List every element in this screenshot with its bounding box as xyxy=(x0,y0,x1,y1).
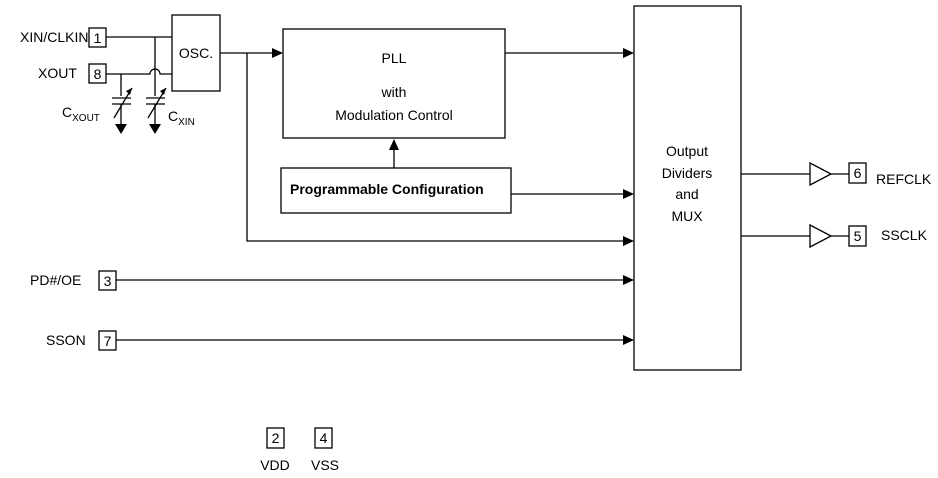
cap-xin-symbol xyxy=(146,87,167,134)
pin-box-5 xyxy=(848,225,867,247)
config-label: Programmable Configuration xyxy=(290,181,484,197)
pin-num-8: 8 xyxy=(94,66,102,82)
config-block xyxy=(280,167,512,214)
pll-label-1: PLL xyxy=(382,50,407,66)
mux-label-1: Output xyxy=(666,143,708,159)
buffer-icon xyxy=(809,223,833,249)
wire-xout xyxy=(106,68,172,75)
pin-label-vss: VSS xyxy=(311,457,339,473)
buffer-icon xyxy=(809,161,833,187)
ground-icon xyxy=(149,124,161,134)
pin-num-5: 5 xyxy=(854,228,862,244)
output-mux-block xyxy=(633,5,742,371)
wire-osc-mux xyxy=(246,53,625,242)
pin-label-ssclk: SSCLK xyxy=(881,227,928,243)
ground-icon xyxy=(115,124,127,134)
osc-label: OSC. xyxy=(179,45,213,61)
pin-num-3: 3 xyxy=(104,273,112,289)
pin-label-refclk: REFCLK xyxy=(876,171,932,187)
pll-block xyxy=(282,28,506,139)
pin-num-6: 6 xyxy=(854,165,862,181)
osc-block xyxy=(171,14,221,92)
cap-xin-label: CXIN xyxy=(168,108,195,128)
pin-num-4: 4 xyxy=(320,430,328,446)
pll-label-2: with xyxy=(381,84,407,100)
mux-label-3: and xyxy=(675,186,698,202)
pin-label-vdd: VDD xyxy=(260,457,290,473)
mux-label-2: Dividers xyxy=(662,165,713,181)
pin-label-xin: XIN/CLKIN xyxy=(20,29,88,45)
pin-num-1: 1 xyxy=(94,30,102,46)
cap-xout-label: CXOUT xyxy=(62,104,100,124)
pin-num-2: 2 xyxy=(272,430,280,446)
pin-num-7: 7 xyxy=(104,333,112,349)
pin-box-2 xyxy=(266,427,285,449)
pin-label-pd: PD#/OE xyxy=(30,272,81,288)
pin-label-sson: SSON xyxy=(46,332,86,348)
mux-label-4: MUX xyxy=(671,208,703,224)
pll-label-3: Modulation Control xyxy=(335,107,453,123)
cap-xout-symbol xyxy=(112,87,133,134)
pin-box-4 xyxy=(314,427,333,449)
pin-box-6 xyxy=(848,162,867,184)
pin-label-xout: XOUT xyxy=(38,65,77,81)
